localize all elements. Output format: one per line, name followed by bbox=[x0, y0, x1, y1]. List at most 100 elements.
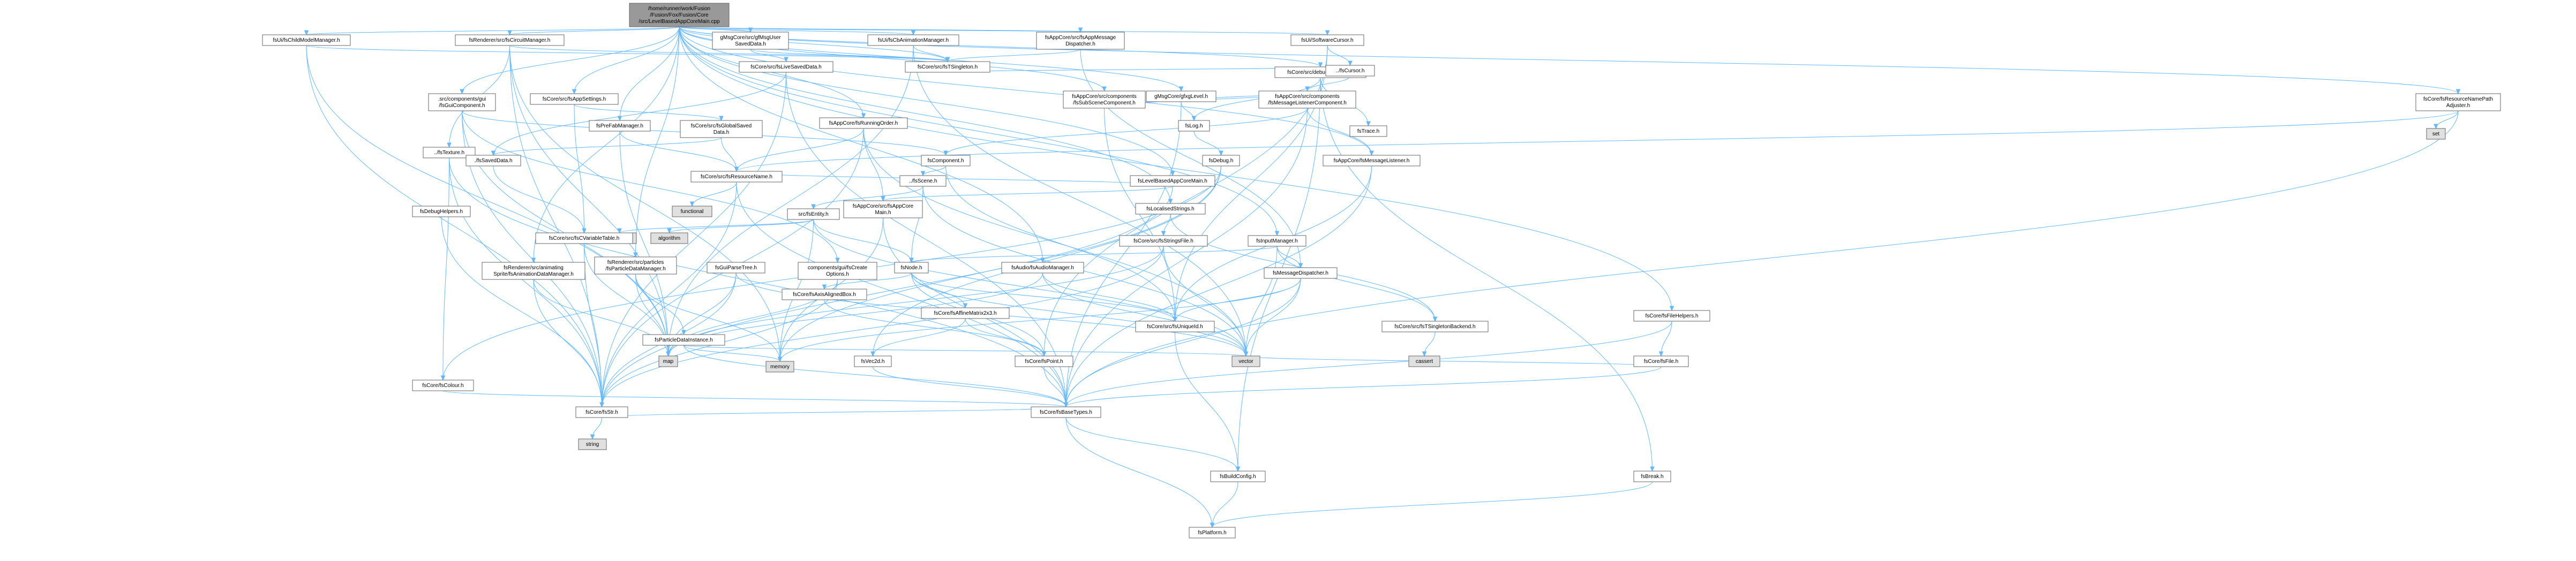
node-label: fsCore/fsFileHelpers.h bbox=[1646, 313, 1699, 319]
node-Break[interactable]: fsBreak.h bbox=[1633, 471, 1671, 482]
node-BuildConfig[interactable]: fsBuildConfig.h bbox=[1210, 471, 1266, 482]
edge-line bbox=[602, 181, 737, 407]
edge-AppMessageDispatcher-to-MessageDispatcher bbox=[1080, 49, 1303, 269]
edge-line bbox=[509, 45, 780, 362]
node-gfxLevel[interactable]: gMsgCore/gfxgLevel.h bbox=[1146, 90, 1216, 102]
node-Scene[interactable]: ../fsScene.h bbox=[899, 175, 947, 187]
edge-debugAssert-to-Break bbox=[1320, 77, 1655, 472]
node-ResourceName[interactable]: fsCore/src/fsResourceName.h bbox=[690, 171, 783, 183]
edge-arrowhead bbox=[1170, 171, 1175, 177]
node-AudioManager[interactable]: fsAudio/fsAudioManager.h bbox=[1001, 262, 1084, 274]
node-Colour[interactable]: fsCore/fsColour.h bbox=[412, 380, 474, 391]
edge-MessageListenerComponent-to-Component bbox=[943, 108, 1308, 156]
node-Node[interactable]: fsNode.h bbox=[894, 262, 929, 274]
node-label: set bbox=[2432, 131, 2440, 137]
node-DebugHelpers[interactable]: fsDebugHelpers.h bbox=[412, 206, 471, 217]
edge-root-to-PreFabManager bbox=[617, 26, 680, 122]
node-root[interactable]: /home/runner/work/Fusion/Fusion/Fox/Fusi… bbox=[629, 3, 730, 27]
node-LocalisedStrings[interactable]: fsLocalisedStrings.h bbox=[1135, 203, 1206, 215]
edge-line bbox=[1212, 481, 1238, 528]
node-BaseTypes[interactable]: fsCore/fsBaseTypes.h bbox=[1031, 406, 1101, 418]
node-SoftwareCursor[interactable]: fsUi/SoftwareCursor.h bbox=[1290, 34, 1364, 46]
node-SingletonBackend[interactable]: fsCore/src/fsTSingletonBackend.h bbox=[1381, 321, 1489, 332]
edge-arrowhead bbox=[945, 57, 950, 63]
node-Singleton[interactable]: fsCore/src/fsTSingleton.h bbox=[905, 61, 990, 73]
node-box bbox=[894, 262, 929, 274]
edge-arrowhead bbox=[911, 30, 916, 36]
edge-line bbox=[679, 26, 1043, 263]
node-MessageListener[interactable]: fsAppCore/fsMessageListener.h bbox=[1323, 155, 1421, 166]
node-box bbox=[707, 262, 765, 274]
node-box bbox=[899, 175, 947, 187]
node-FileHelpers[interactable]: fsCore/fsFileHelpers.h bbox=[1633, 310, 1710, 322]
node-FsFile[interactable]: fsCore/fsFile.h bbox=[1633, 355, 1689, 367]
node-Point[interactable]: fsCore/fsPoint.h bbox=[1015, 355, 1073, 367]
node-box bbox=[1202, 155, 1240, 166]
edge-arrowhead bbox=[507, 30, 512, 36]
edge-BaseTypes-to-BuildConfig bbox=[1065, 417, 1241, 472]
node-RunningOrder[interactable]: fsAppCore/fsRunningOrder.h bbox=[819, 117, 908, 129]
node-MessageListenerComponent[interactable]: fsAppCore/src/components/fsMessageListen… bbox=[1258, 90, 1356, 109]
node-StringsFile[interactable]: fsCore/src/fsStringsFile.h bbox=[1119, 235, 1208, 247]
edge-line bbox=[779, 186, 1173, 362]
edge-ParticleDataInstance-to-BaseTypes bbox=[684, 345, 1069, 408]
edge-MessageListener-to-BaseTypes bbox=[1063, 165, 1372, 408]
node-fsDebug[interactable]: fsDebug.h bbox=[1202, 155, 1240, 166]
node-FastMatrix2x3[interactable]: fsCore/fsAffineMatrix2x3.h bbox=[921, 307, 1010, 319]
node-ChildModelManager[interactable]: fsUi/fsChildModelManager.h bbox=[262, 34, 351, 46]
node-Entity[interactable]: src/fsEntity.h bbox=[787, 208, 840, 220]
node-algorithm: algorithm bbox=[650, 232, 688, 244]
node-CVarTable[interactable]: fsCore/src/fsCVariableTable.h bbox=[535, 232, 633, 244]
node-LevelBasedAppCoreMain[interactable]: fsLevelBasedAppCoreMain.h bbox=[1130, 175, 1215, 187]
node-fsLog[interactable]: fsLog.h bbox=[1178, 120, 1210, 132]
node-box bbox=[787, 208, 840, 220]
node-ParticleDataInstance[interactable]: fsParticleDataInstance.h bbox=[642, 334, 725, 346]
node-fsCursor[interactable]: ../fsCursor.h bbox=[1325, 65, 1375, 77]
node-SubSceneComponent[interactable]: fsAppCore/src/components/fsSubSceneCompo… bbox=[1063, 90, 1146, 109]
edge-line bbox=[1320, 77, 1653, 472]
node-label: fsAppCore/fsRunningOrder.h bbox=[829, 120, 898, 126]
node-Platform[interactable]: fsPlatform.h bbox=[1189, 527, 1236, 539]
edge-line bbox=[913, 45, 1246, 357]
node-label: components/gui/fsCreate bbox=[808, 265, 868, 271]
node-PreFabManager[interactable]: fsPreFabManager.h bbox=[589, 120, 651, 132]
node-box bbox=[1323, 155, 1421, 166]
node-Component[interactable]: fsComponent.h bbox=[921, 155, 971, 166]
node-uiComponent[interactable]: .src/components/gui/fsGuiComponent.h bbox=[428, 93, 496, 111]
node-MessageDispatcher[interactable]: fsMessageDispatcher.h bbox=[1264, 267, 1338, 279]
node-trace[interactable]: fsTrace.h bbox=[1349, 125, 1387, 137]
node-label: fsInputManager.h bbox=[1256, 238, 1297, 244]
node-AppSettings[interactable]: fsCore/src/fsAppSettings.h bbox=[530, 93, 619, 105]
node-FsStr[interactable]: fsCore/fsStr.h bbox=[575, 406, 628, 418]
node-label: fsAppCore/src/components bbox=[1275, 94, 1340, 100]
node-CircuitManager[interactable]: fsRenderer/src/fsCircuitManager.h bbox=[455, 34, 565, 46]
node-Texture[interactable]: ../fsTexture.h bbox=[423, 147, 476, 158]
edge-Break-to-Platform bbox=[1210, 481, 1653, 528]
edge-line bbox=[462, 26, 680, 94]
node-label: src/fsEntity.h bbox=[798, 211, 829, 217]
node-InputManager[interactable]: fsInputManager.h bbox=[1248, 235, 1306, 247]
node-SavedData[interactable]: ./fsSavedData.h bbox=[465, 155, 521, 166]
node-CbAnimationManager[interactable]: fsUi/fsCbAnimationManager.h bbox=[867, 34, 959, 46]
node-label: fsRenderer/src/fsCircuitManager.h bbox=[469, 37, 551, 43]
node-ParticleDataManager[interactable]: fsRenderer/src/particles/fsParticleDataM… bbox=[594, 256, 677, 275]
node-Vec2[interactable]: fsVec2d.h bbox=[854, 355, 892, 367]
node-box bbox=[739, 61, 833, 73]
node-AnimationDataManager[interactable]: fsRenderer/src/animatingSprite/fsAnimati… bbox=[482, 262, 585, 280]
node-LiveSavedData[interactable]: fsCore/src/fsLiveSavedData.h bbox=[739, 61, 833, 73]
node-AxisAlignedBox[interactable]: fsCore/fsAxisAlignedBox.h bbox=[782, 289, 867, 300]
edge-line bbox=[602, 246, 1164, 407]
node-GuiParseTree[interactable]: fsGuiParseTree.h bbox=[707, 262, 765, 274]
node-label: fsVec2d.h bbox=[861, 359, 885, 365]
edge-MessageDispatcher-to-vector bbox=[1243, 278, 1301, 357]
node-Uniqueid[interactable]: fsCore/src/fsUniqueId.h bbox=[1135, 321, 1215, 332]
node-box bbox=[712, 32, 789, 50]
edge-line bbox=[679, 26, 1171, 204]
